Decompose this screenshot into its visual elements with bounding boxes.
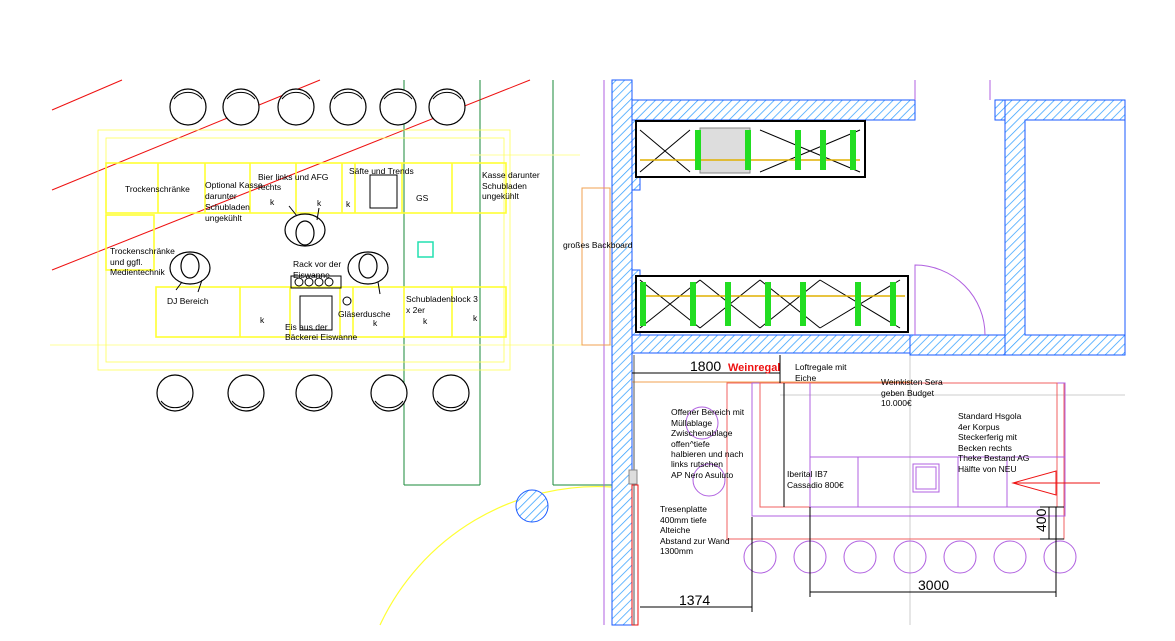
label-bier: Bier links und AFG	[258, 172, 328, 182]
label-weinkisten: Weinkisten Sera	[881, 377, 943, 387]
label-optional-kasse: Schubladen	[205, 202, 250, 212]
label-standard: Becken rechts	[958, 443, 1012, 453]
yellow-arc	[379, 485, 613, 626]
label-offener: Zwischenablage	[671, 428, 733, 438]
dimension-1374: 1374	[679, 592, 710, 608]
label-trockenschraenke: Trockenschränke	[125, 184, 190, 194]
label-rack: Eiswanne	[293, 270, 330, 280]
label-trocken-medien: und ggfl.	[110, 257, 143, 267]
label-k: k	[346, 199, 351, 209]
label-optional-kasse: darunter	[205, 191, 237, 201]
label-tresen: Abstand zur Wand	[660, 536, 730, 546]
label-offener: AP Nero Asuluto	[671, 470, 733, 480]
label-standard: Theke Bestand AG	[958, 453, 1029, 463]
label-backboard: großes Backboard	[563, 240, 633, 250]
label-k: k	[423, 316, 428, 326]
label-iberital: Cassadio 800€	[787, 480, 844, 490]
right-plan-labels: Loftregale mit Eiche Weinkisten Sera geb…	[660, 362, 1029, 556]
marker-square	[417, 241, 434, 258]
dimension-1800: 1800	[690, 358, 721, 374]
label-k: k	[260, 315, 265, 325]
stools-top	[169, 88, 466, 126]
label-weinkisten: geben Budget	[881, 388, 935, 398]
label-standard: Hälfte von NEU	[958, 464, 1017, 474]
label-loftregale: Eiche	[795, 373, 817, 383]
dimension-3000: 3000	[918, 577, 949, 593]
guide-lines	[50, 80, 1125, 625]
label-tresen: Tresenplatte	[660, 504, 707, 514]
label-offener: offen^tiefe	[671, 439, 710, 449]
label-iberital: Iberital IB7	[787, 469, 828, 479]
bar-stools	[685, 406, 1077, 574]
label-eis: Bäckerei Eiswanne	[285, 332, 358, 342]
label-standard: Standard Hsgola	[958, 411, 1022, 421]
label-offener: Müllablage	[671, 418, 712, 428]
label-k: k	[473, 313, 478, 323]
label-k: k	[317, 198, 322, 208]
label-trocken-medien: Medientechnik	[110, 267, 166, 277]
label-weinregal: Weinregal	[728, 362, 780, 374]
label-schubladenblock: Schubladenblock 3	[406, 294, 478, 304]
bar-counter	[628, 355, 1100, 626]
label-tresen: 1300mm	[660, 546, 693, 556]
label-saefte: Säfte und Trends	[349, 166, 414, 176]
label-kasse: Schubladen	[482, 181, 527, 191]
label-schubladenblock: x 2er	[406, 305, 425, 315]
dimension-400: 400	[1033, 508, 1049, 532]
label-trocken-medien: Trockenschränke	[110, 246, 175, 256]
door-swing	[914, 264, 986, 336]
label-dj: DJ Bereich	[167, 296, 209, 306]
label-offener: Offener Bereich mit	[671, 407, 745, 417]
stools-bottom	[156, 374, 470, 412]
label-glaeserdusche: Gläserdusche	[338, 309, 391, 319]
label-loftregale: Loftregale mit	[795, 362, 847, 372]
label-eis: Eis aus der	[285, 322, 328, 332]
label-standard: Steckerferig mit	[958, 432, 1018, 442]
label-tresen: Alteiche	[660, 525, 691, 535]
label-optional-kasse: Optional Kasse	[205, 180, 263, 190]
label-offener: halbieren und nach	[671, 449, 744, 459]
label-offener: links rutschen	[671, 459, 723, 469]
back-counters	[635, 120, 909, 333]
backboard	[581, 187, 611, 346]
label-tresen: 400mm tiefe	[660, 515, 707, 525]
label-standard: 4er Korpus	[958, 422, 1000, 432]
label-bier: rechts	[258, 182, 281, 192]
label-optional-kasse: ungekühlt	[205, 213, 243, 223]
dimension-lines	[632, 355, 1064, 612]
left-bar-outline	[97, 129, 511, 371]
label-weinkisten: 10.000€	[881, 398, 912, 408]
label-gs: GS	[416, 193, 429, 203]
label-k: k	[270, 197, 275, 207]
label-kasse: Kasse darunter	[482, 170, 540, 180]
label-rack: Rack vor der	[293, 259, 341, 269]
label-k: k	[373, 318, 378, 328]
label-kasse: ungekühlt	[482, 191, 520, 201]
column-circle	[515, 489, 549, 523]
person-icons	[169, 205, 389, 295]
left-plan-labels: Trockenschränke Optional Kasse darunter …	[110, 166, 540, 342]
